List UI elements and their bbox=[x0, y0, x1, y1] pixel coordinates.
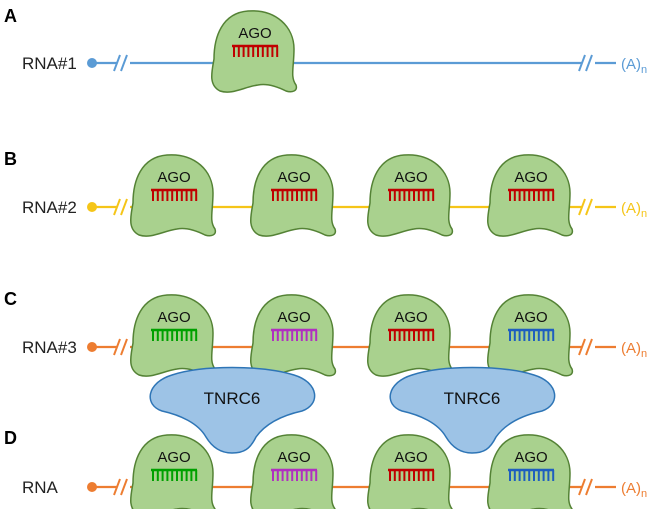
polya-tail: (A)n bbox=[621, 480, 647, 500]
ago-protein: AGO bbox=[367, 434, 454, 514]
ago-label: AGO bbox=[394, 309, 427, 326]
panel-A: A RNA#1 AGO (A)n bbox=[4, 6, 647, 93]
panel-letter: A bbox=[4, 6, 17, 26]
tnrc6-protein: TNRC6 bbox=[149, 366, 316, 454]
rna-label: RNA#3 bbox=[22, 338, 77, 357]
mirna-comb bbox=[271, 328, 318, 341]
polya-subscript: n bbox=[641, 64, 647, 76]
ago-label: AGO bbox=[157, 309, 190, 326]
rna-label: RNA#1 bbox=[22, 54, 77, 73]
mirna-comb bbox=[271, 468, 318, 481]
ago-protein: AGO bbox=[211, 10, 298, 93]
break-mark bbox=[113, 54, 121, 72]
ago-protein: AGO bbox=[487, 294, 574, 377]
rna-label: RNA#2 bbox=[22, 198, 77, 217]
ago-label: AGO bbox=[277, 309, 310, 326]
polya-tail: (A)n bbox=[621, 340, 647, 360]
ago-label: AGO bbox=[394, 449, 427, 466]
polya-subscript: n bbox=[641, 488, 647, 500]
mirna-comb bbox=[151, 328, 198, 341]
mirna-comb bbox=[508, 188, 555, 201]
ago-label: AGO bbox=[514, 169, 547, 186]
ago-protein: AGO bbox=[367, 294, 454, 377]
polya-tail: (A)n bbox=[621, 56, 647, 76]
polya-subscript: n bbox=[641, 208, 647, 220]
ago-label: AGO bbox=[514, 309, 547, 326]
ago-protein: AGO bbox=[250, 294, 337, 377]
panel-letter: D bbox=[4, 428, 17, 448]
mirna-comb bbox=[508, 328, 555, 341]
break-mark bbox=[120, 338, 128, 356]
ago-label: AGO bbox=[157, 169, 190, 186]
mirna-comb bbox=[151, 468, 198, 481]
break-mark bbox=[585, 478, 593, 496]
ago-label: AGO bbox=[238, 25, 271, 42]
rna-label: RNA bbox=[22, 478, 59, 497]
mirna-comb bbox=[508, 468, 555, 481]
panel-C: C RNA#3 AGO AGO AGO AGO (A)n bbox=[4, 289, 647, 377]
ago-protein: AGO bbox=[130, 294, 217, 377]
ago-protein: AGO bbox=[250, 434, 337, 514]
mirna-comb bbox=[151, 188, 198, 201]
panel-letter: B bbox=[4, 149, 17, 169]
ago-protein: AGO bbox=[250, 154, 337, 237]
mirna-comb bbox=[232, 44, 279, 57]
mirna-comb bbox=[271, 188, 318, 201]
break-mark bbox=[578, 338, 586, 356]
break-mark bbox=[120, 198, 128, 216]
break-mark bbox=[585, 198, 593, 216]
ago-label: AGO bbox=[277, 169, 310, 186]
ago-protein: AGO bbox=[487, 434, 574, 514]
break-mark bbox=[113, 198, 121, 216]
panel-letter: C bbox=[4, 289, 17, 309]
tnrc6-label: TNRC6 bbox=[204, 389, 261, 408]
ago-label: AGO bbox=[157, 449, 190, 466]
mirna-comb bbox=[388, 468, 435, 481]
ago-protein: AGO bbox=[130, 154, 217, 237]
break-mark bbox=[578, 198, 586, 216]
ago-label: AGO bbox=[277, 449, 310, 466]
tnrc6-body bbox=[389, 366, 556, 454]
polya-tail: (A)n bbox=[621, 200, 647, 220]
panel-B: B RNA#2 AGO AGO AGO AGO (A)n bbox=[4, 149, 647, 237]
tnrc6-body bbox=[149, 366, 316, 454]
break-mark bbox=[578, 54, 586, 72]
mirna-comb bbox=[388, 188, 435, 201]
break-mark bbox=[120, 54, 128, 72]
ago-label: AGO bbox=[514, 449, 547, 466]
ago-protein: AGO bbox=[367, 154, 454, 237]
ago-protein: AGO bbox=[487, 154, 574, 237]
break-mark bbox=[585, 54, 593, 72]
break-mark bbox=[113, 478, 121, 496]
break-mark bbox=[113, 338, 121, 356]
break-mark bbox=[120, 478, 128, 496]
ago-label: AGO bbox=[394, 169, 427, 186]
break-mark bbox=[585, 338, 593, 356]
mirna-comb bbox=[388, 328, 435, 341]
polya-subscript: n bbox=[641, 348, 647, 360]
ago-protein: AGO bbox=[130, 434, 217, 514]
tnrc6-label: TNRC6 bbox=[444, 389, 501, 408]
break-mark bbox=[578, 478, 586, 496]
tnrc6-protein: TNRC6 bbox=[389, 366, 556, 454]
